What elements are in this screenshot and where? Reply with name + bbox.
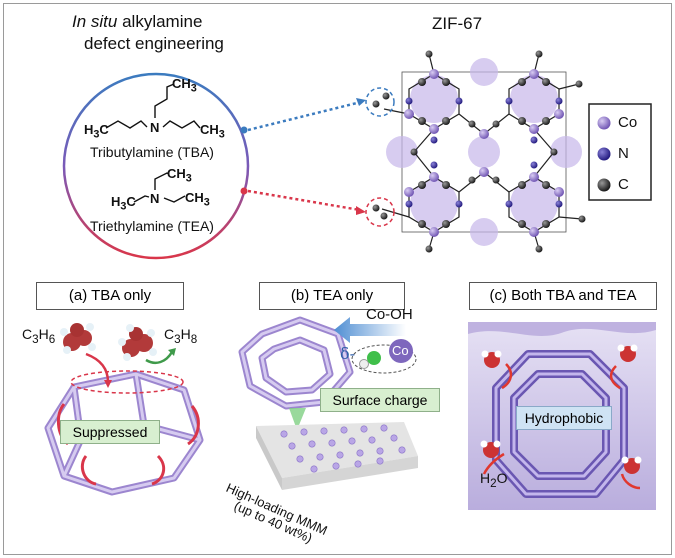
panel-c-cage bbox=[492, 350, 628, 498]
propane-pass-arrow bbox=[145, 351, 174, 364]
propylene-blocked-arrow bbox=[85, 352, 110, 383]
hydrophobic-tag: Hydrophobic bbox=[516, 406, 612, 430]
tea-link-arrow bbox=[356, 206, 366, 215]
panel-c-surface-wave bbox=[468, 322, 656, 336]
tba-connector-dot bbox=[240, 126, 248, 134]
water-label: H2O bbox=[480, 470, 508, 490]
propane-arrowhead bbox=[168, 348, 176, 356]
tba-link-arrow bbox=[356, 98, 366, 106]
legend-co: Co bbox=[618, 114, 638, 131]
surface-deposit-arrow bbox=[289, 408, 306, 430]
intro-title-line2: defect engineering bbox=[84, 34, 224, 53]
tba-name: Tributylamine (TBA) bbox=[90, 144, 214, 160]
co-oh-incoming-arrow bbox=[334, 317, 406, 343]
delta-minus-label: δ- bbox=[340, 344, 356, 363]
water-repel-arrows bbox=[482, 363, 641, 490]
tea-h3c-left: H3C bbox=[111, 194, 136, 213]
tba-h3c-left: H3C bbox=[84, 122, 109, 141]
suppressed-tag: Suppressed bbox=[60, 420, 160, 444]
cobalt-label: Co bbox=[392, 343, 409, 358]
propane-label: C3H8 bbox=[164, 326, 198, 346]
intro-title: In situ alkylamine bbox=[72, 12, 202, 32]
tba-nitrogen: N bbox=[150, 120, 160, 135]
tea-defect-highlight bbox=[365, 197, 395, 227]
tba-defect-highlight bbox=[365, 87, 395, 117]
propane-molecule bbox=[118, 324, 157, 361]
co-oh-label: Co-OH bbox=[366, 306, 413, 323]
n-legend-swatch bbox=[597, 147, 611, 161]
figure-graphics bbox=[44, 50, 656, 510]
c-legend-swatch bbox=[597, 178, 611, 192]
tea-ch3-right: CH3 bbox=[185, 190, 210, 209]
propylene-molecule bbox=[60, 323, 96, 354]
amine-ring bbox=[62, 72, 250, 260]
intro-title-italic: In situ bbox=[72, 12, 118, 31]
tea-connector-dot bbox=[240, 187, 248, 195]
surface-charge-tag: Surface charge bbox=[320, 388, 440, 412]
zif67-lattice bbox=[365, 50, 586, 253]
propylene-arrowhead bbox=[104, 380, 112, 388]
panel-c-title: (c) Both TBA and TEA bbox=[469, 282, 657, 310]
legend-c: C bbox=[618, 176, 629, 193]
membrane-slab bbox=[256, 422, 418, 490]
co-oh-molecule bbox=[351, 339, 417, 374]
tba-ch3-top: CH3 bbox=[172, 76, 197, 95]
tba-structure bbox=[105, 83, 201, 129]
tea-nitrogen: N bbox=[150, 191, 160, 206]
tba-ch3-right: CH3 bbox=[200, 122, 225, 141]
panel-b-title: (b) TEA only bbox=[259, 282, 405, 310]
tea-ch3-top: CH3 bbox=[167, 166, 192, 185]
tea-dotted-link bbox=[247, 189, 361, 212]
figure-frame: In situ alkylamine defect engineering ZI… bbox=[3, 3, 672, 555]
propylene-label: C3H6 bbox=[22, 326, 56, 346]
zif67-label: ZIF-67 bbox=[432, 14, 483, 33]
water-molecules bbox=[480, 344, 642, 474]
tea-name: Triethylamine (TEA) bbox=[90, 218, 214, 234]
mof-particles bbox=[280, 424, 406, 473]
panel-a-title: (a) TBA only bbox=[36, 282, 184, 310]
tba-dotted-link bbox=[247, 100, 362, 132]
intro-title-rest: alkylamine bbox=[117, 12, 203, 31]
legend-n: N bbox=[618, 145, 629, 162]
co-legend-swatch bbox=[597, 116, 611, 130]
tea-structure bbox=[133, 172, 186, 203]
